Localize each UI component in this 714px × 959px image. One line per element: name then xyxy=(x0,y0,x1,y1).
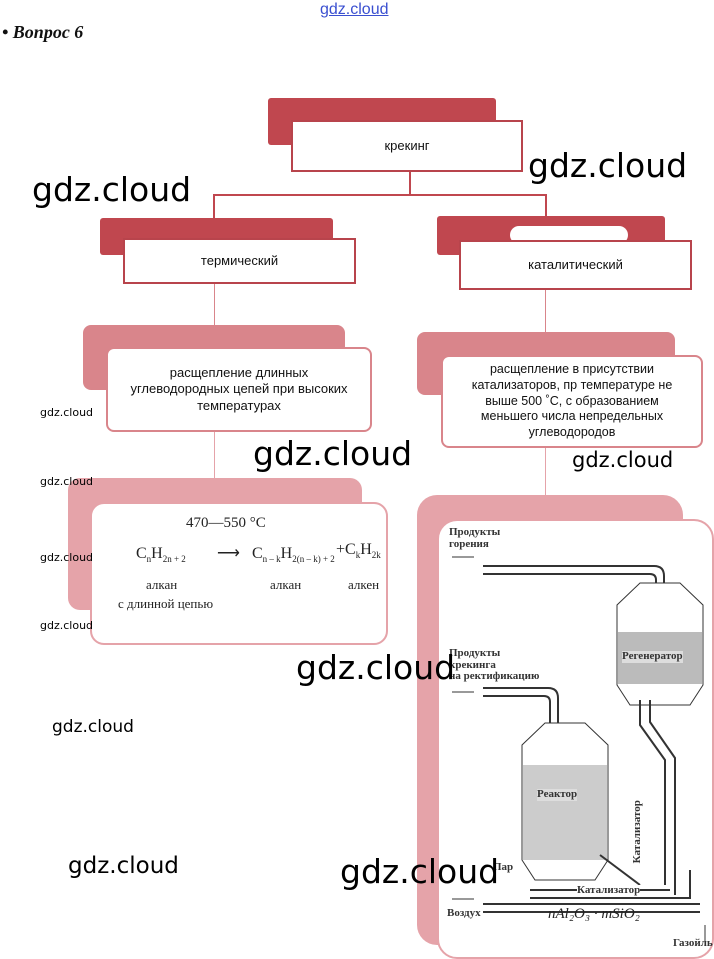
thermal-description: расщепление длинных углеводородных цепей… xyxy=(130,365,348,413)
cracking-label: крекинг xyxy=(384,137,430,153)
watermark: gdz.cloud xyxy=(340,852,500,891)
air-pipe xyxy=(483,903,700,913)
watermark: gdz.cloud xyxy=(572,448,674,472)
label-air: Воздух xyxy=(447,907,481,919)
cracking-pipe xyxy=(483,687,559,735)
watermark: gdz.cloud xyxy=(32,170,192,209)
reaction-box: 470—550 °C CnH2n + 2 ⟶ Cn – kH2(n – k) +… xyxy=(90,502,388,645)
watermark: gdz.cloud xyxy=(40,551,94,564)
watermark: gdz.cloud xyxy=(253,434,413,473)
label-catalyst-formula: nAl₂O₃ · mSiO₂ xyxy=(548,906,640,922)
label-reactor: Реактор xyxy=(537,788,578,801)
reactant-formula: CnH2n + 2 xyxy=(136,545,186,565)
site-link[interactable]: gdz.cloud xyxy=(320,1,389,18)
product2-formula: +CkH2k xyxy=(336,541,381,561)
connector xyxy=(214,284,215,326)
question-title: • Вопрос 6 xyxy=(2,22,84,42)
label-catalyst-vertical: Катализатор xyxy=(630,800,643,864)
connector xyxy=(545,448,546,495)
label-steam: Пар xyxy=(493,861,514,873)
product1-label: алкан xyxy=(270,577,302,592)
connector xyxy=(213,194,547,196)
watermark: gdz.cloud xyxy=(68,853,179,879)
connector xyxy=(409,172,411,195)
connector xyxy=(214,432,215,479)
thermal-description-box: расщепление длинных углеводородных цепей… xyxy=(106,347,372,432)
product2-label: алкен xyxy=(348,577,380,592)
watermark: gdz.cloud xyxy=(52,717,134,737)
catalytic-description: расщепление в присутствии катализаторов,… xyxy=(471,362,673,439)
combustion-pipe xyxy=(483,565,665,610)
white-patch xyxy=(510,226,628,244)
temperature: 470—550 °C xyxy=(186,515,266,531)
label-regenerator: Регенератор xyxy=(622,650,683,663)
catalytic-description-box: расщепление в присутствии катализаторов,… xyxy=(441,355,703,448)
cracking-box: крекинг xyxy=(291,120,523,172)
reactant-label-2: с длинной цепью xyxy=(118,596,214,611)
reactant-label: алкан xyxy=(146,577,178,592)
reactor-bed xyxy=(523,765,607,860)
connector xyxy=(213,194,215,218)
product1-formula: Cn – kH2(n – k) + 2 xyxy=(252,545,335,565)
connector xyxy=(545,194,547,216)
connector xyxy=(545,290,546,332)
watermark: gdz.cloud xyxy=(528,146,688,185)
thermal-box: термический xyxy=(123,238,356,284)
arrow: ⟶ xyxy=(217,545,240,562)
watermark: gdz.cloud xyxy=(40,475,94,488)
watermark: gdz.cloud xyxy=(40,619,94,632)
watermark: gdz.cloud xyxy=(296,648,456,687)
thermal-label: термический xyxy=(200,252,279,268)
catalytic-box: каталитический xyxy=(459,240,692,290)
catalytic-label: каталитический xyxy=(528,256,623,272)
label-gasoil: Газойль xyxy=(673,937,713,949)
label-catalyst: Катализатор xyxy=(577,884,641,897)
watermark: gdz.cloud xyxy=(40,406,94,419)
